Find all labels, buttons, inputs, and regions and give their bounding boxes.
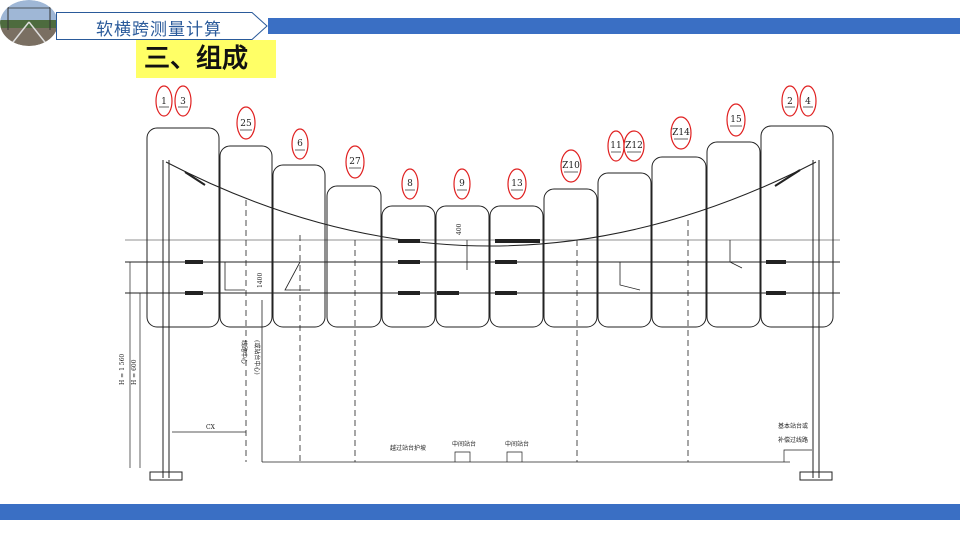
- label-platform-2: 中间站台: [505, 440, 529, 448]
- header-tab-frame: [56, 12, 268, 40]
- section-title: 三、组成: [136, 40, 276, 78]
- marker-9: 9: [453, 168, 471, 200]
- svg-text:9: 9: [459, 179, 465, 189]
- marker-13: 13: [507, 168, 527, 200]
- label-platform-1: 中间站台: [452, 440, 476, 448]
- svg-text:3: 3: [180, 97, 186, 107]
- svg-text:25: 25: [240, 119, 252, 129]
- droppers: [224, 200, 743, 462]
- label-d1: 1400: [257, 273, 264, 288]
- header-title: 软横跨测量计算: [96, 20, 222, 40]
- svg-text:8: 8: [407, 179, 413, 189]
- label-track-center: 线路中心: [240, 340, 248, 364]
- svg-text:Z10: Z10: [562, 161, 580, 171]
- logo-image: [0, 0, 58, 46]
- dimension-lines: [129, 262, 812, 468]
- marker-3: 3: [174, 85, 192, 117]
- marker-4: 4: [799, 85, 817, 117]
- label-platform-note: 越过站台护坡: [390, 444, 426, 452]
- label-right-note-2: 补偿过线路: [778, 436, 808, 444]
- marker-2: 2: [781, 85, 799, 117]
- svg-text:27: 27: [349, 157, 361, 167]
- marker-1: 1: [155, 85, 173, 117]
- marker-25: 25: [236, 106, 256, 140]
- svg-text:6: 6: [297, 139, 303, 149]
- marker-6: 6: [291, 128, 309, 160]
- masts: [149, 160, 833, 481]
- marker-27: 27: [345, 145, 365, 179]
- marker-8: 8: [401, 168, 419, 200]
- svg-text:15: 15: [730, 115, 742, 125]
- component-blocks: [146, 125, 834, 328]
- label-h1: H = 1 560: [119, 354, 126, 385]
- fixed-wires: [125, 239, 840, 294]
- label-d2: 400: [456, 223, 463, 235]
- svg-text:11: 11: [610, 141, 621, 151]
- svg-text:13: 13: [511, 179, 523, 189]
- svg-text:Z14: Z14: [672, 128, 690, 138]
- label-h2: H = 600: [131, 359, 138, 385]
- cross-span-wire: [165, 161, 817, 247]
- label-cx: CX: [206, 424, 216, 431]
- insulators: [184, 169, 801, 187]
- marker-11: 11: [607, 130, 625, 162]
- label-right-note-1: 基本站台或: [778, 422, 808, 430]
- svg-text:1: 1: [161, 97, 167, 107]
- label-other-center: (或站台中心): [253, 340, 261, 375]
- header-bar: [268, 18, 960, 34]
- footer-bar: [0, 504, 960, 520]
- svg-text:Z12: Z12: [625, 141, 643, 151]
- svg-text:2: 2: [787, 97, 793, 107]
- marker-15: 15: [726, 103, 746, 137]
- marker-z10: Z10: [560, 149, 582, 183]
- marker-group: 1 3 25 6 27 8 9 13 Z10 11 Z12 Z14 15 2 4: [155, 85, 817, 200]
- svg-text:4: 4: [805, 97, 811, 107]
- wire-insulators: [185, 239, 786, 295]
- marker-z12: Z12: [623, 130, 645, 162]
- marker-z14: Z14: [670, 116, 692, 150]
